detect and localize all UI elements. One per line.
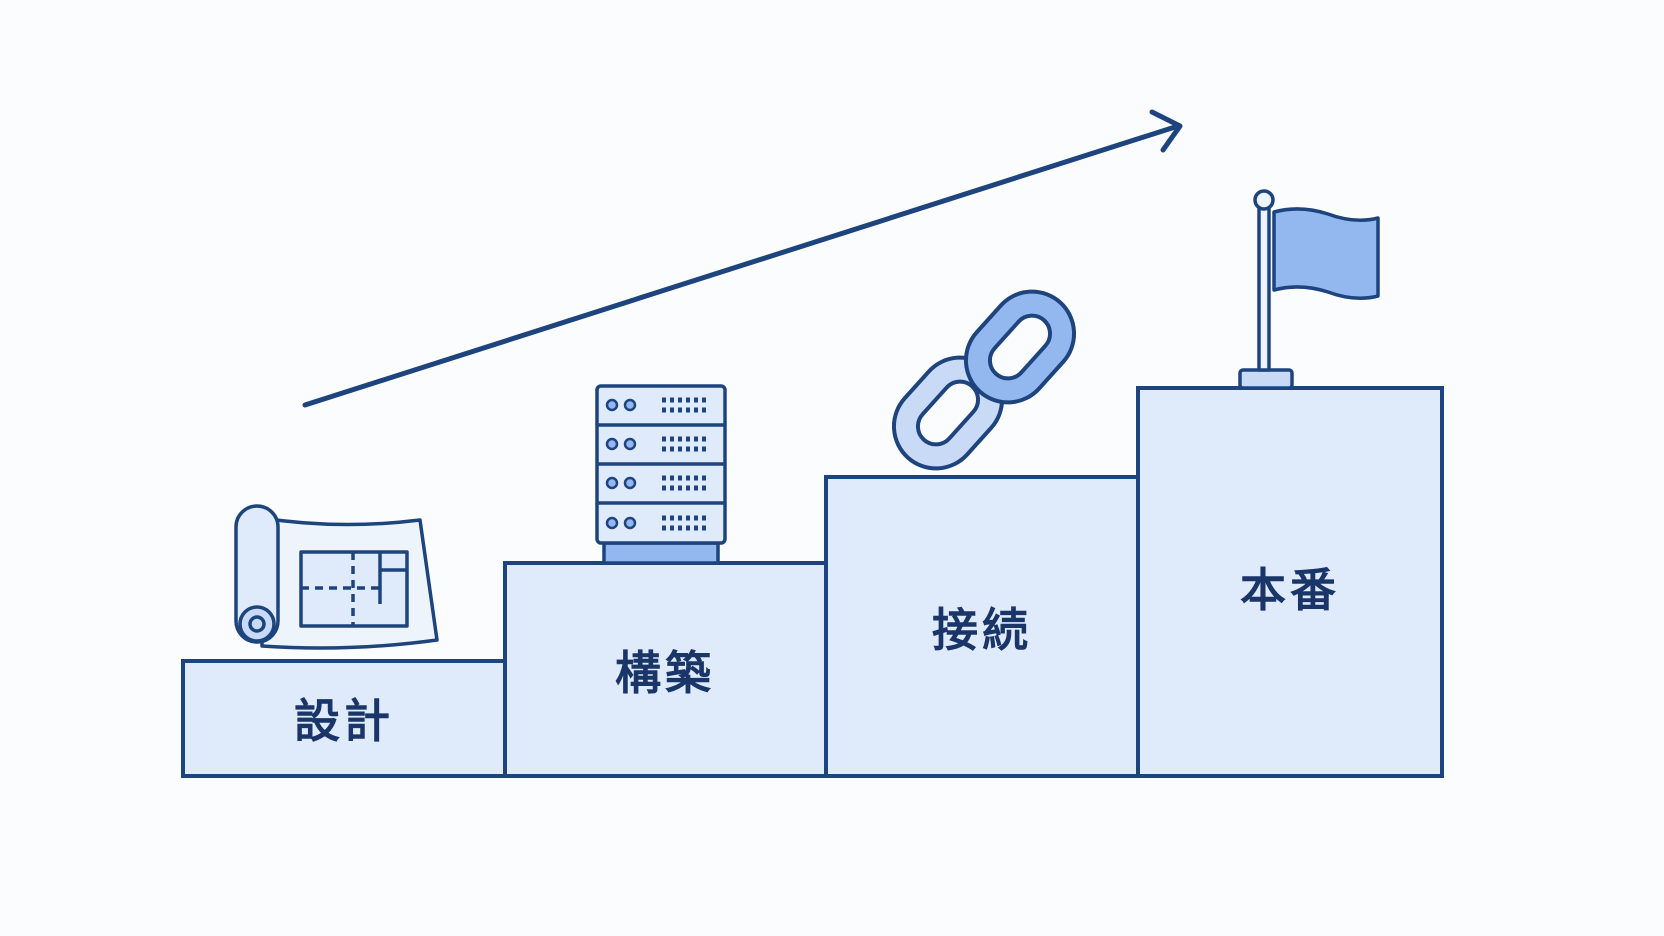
server-rack-icon	[595, 384, 727, 565]
step-design: 設計	[181, 659, 507, 778]
progress-arrow	[302, 109, 1183, 408]
step-connect: 接続	[824, 475, 1140, 778]
blueprint-icon	[234, 504, 439, 650]
step-label-connect: 接続	[932, 603, 1032, 657]
flag-icon	[1238, 189, 1380, 390]
step-production: 本番	[1136, 386, 1444, 778]
step-label-design: 設計	[294, 694, 394, 748]
step-label-build: 構築	[615, 646, 715, 700]
chain-link-icon	[891, 289, 1077, 471]
step-label-production: 本番	[1240, 563, 1340, 617]
step-build: 構築	[503, 561, 828, 778]
